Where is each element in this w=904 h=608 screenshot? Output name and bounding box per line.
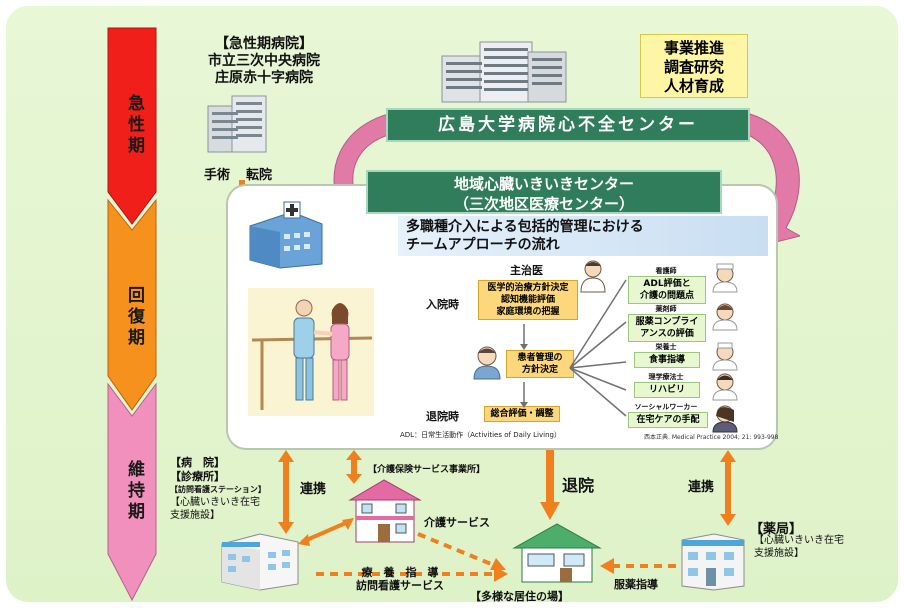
role-pharmacist-task-2: アンスの評価 bbox=[640, 329, 694, 339]
doctor-task-1: 医学的治療方針決定 bbox=[487, 283, 569, 293]
discharge-label: 退院 bbox=[562, 476, 595, 495]
role-dietitian-task: 食事指導 bbox=[634, 352, 700, 368]
adl-note: ADL：日常生活動作（Activities of Daily Living） bbox=[400, 431, 561, 439]
role-nurse: 看護師 ADL評価と 介護の問題点 bbox=[628, 266, 706, 304]
phase-maintenance-label: 維持期 bbox=[124, 459, 144, 523]
pharmacy-support-label: 【心臓いきいき在宅 支援施設】 bbox=[754, 534, 844, 560]
care-office-building-icon bbox=[348, 479, 422, 543]
doctor-tasks-box: 医学的治療方針決定 認知機能評価 家庭環境の把握 bbox=[478, 280, 578, 320]
guidance-block: 療 養 指 導 訪問看護サービス bbox=[356, 566, 444, 592]
guidance-line-2: 訪問看護サービス bbox=[356, 579, 444, 592]
flow-title-band bbox=[398, 216, 768, 256]
regional-center-line-2: （三次地区医療センター） bbox=[453, 195, 634, 213]
patient-policy-line-2: 方針決定 bbox=[521, 365, 558, 375]
guidance-line-1: 療 養 指 導 bbox=[361, 566, 439, 579]
clinic-block: 【病 院】 【診療所】 【訪問看護ステーション】 【心臓いきいき在宅 支援施設】 bbox=[170, 456, 280, 522]
role-pharmacist-task: 服薬コンプライ アンスの評価 bbox=[628, 314, 706, 342]
role-pt-task: リハビリ bbox=[634, 382, 700, 398]
doctor-task-3: 家庭環境の把握 bbox=[496, 307, 560, 317]
role-nurse-task-2: 介護の問題点 bbox=[639, 291, 694, 301]
doctor-icon bbox=[580, 260, 606, 293]
flow-title-line-1: 多職種介入による包括的管理における bbox=[406, 219, 644, 235]
patient-icon bbox=[473, 346, 501, 380]
role-dietitian: 栄養士 食事指導 bbox=[628, 342, 704, 368]
acute-hospital-building-icon bbox=[207, 95, 267, 153]
link-arrow-left bbox=[278, 450, 294, 534]
university-hospital-building-icon bbox=[441, 41, 567, 103]
rehab-people-icon bbox=[251, 299, 373, 410]
pharmacy-support-line-2: 支援施設】 bbox=[754, 548, 804, 559]
service-dashed-arrows bbox=[316, 532, 508, 582]
surgery-label: 手術 bbox=[204, 168, 231, 183]
clinic-line-2: 【診療所】 bbox=[170, 470, 225, 483]
pharmacy-support-line-1: 【心臓いきいき在宅 bbox=[754, 535, 844, 546]
patient-policy-line-1: 患者管理の bbox=[517, 353, 563, 363]
research-box: 事業推進 調査研究 人材育成 bbox=[640, 34, 748, 98]
acute-hospital-block: 【急性期病院】 市立三次中央病院 庄原赤十字病院 bbox=[200, 36, 328, 87]
chief-doctor-label: 主治医 bbox=[510, 264, 543, 277]
link-left-label: 連携 bbox=[300, 482, 327, 497]
overall-evaluation-box: 総合評価・調整 bbox=[484, 406, 560, 422]
care-office-label: 【介護保険サービス事業所】 bbox=[368, 465, 486, 475]
flow-title: 多職種介入による包括的管理における チームアプローチの流れ bbox=[406, 218, 644, 254]
role-sw-title: ソーシャルワーカー bbox=[634, 403, 698, 411]
acute-hospital-title: 【急性期病院】 bbox=[215, 36, 313, 52]
hiroshima-heart-center-bar: 広島大学病院心不全センター bbox=[386, 108, 750, 142]
home-house-icon bbox=[512, 523, 602, 583]
clinic-care-link-arrow bbox=[298, 518, 354, 546]
link-arrow-care bbox=[346, 450, 362, 484]
clinic-line-3: 【訪問看護ステーション】 bbox=[170, 485, 266, 494]
clinic-building-icon bbox=[221, 533, 299, 591]
medication-dashed-arrow bbox=[600, 558, 680, 574]
medication-guidance-label: 服薬指導 bbox=[614, 578, 658, 591]
role-social-worker: ソーシャルワーカー 在宅ケアの手配 bbox=[624, 402, 708, 428]
link-right-label: 連携 bbox=[688, 480, 715, 495]
discharge-arrow bbox=[540, 450, 560, 520]
clinic-line-5: 支援施設】 bbox=[170, 510, 220, 521]
phase-recovery-label: 回復期 bbox=[124, 285, 144, 349]
role-pharmacist-title: 薬剤師 bbox=[655, 305, 677, 313]
pharmacy-building-icon bbox=[681, 533, 745, 591]
role-pharmacist: 薬剤師 服薬コンプライ アンスの評価 bbox=[628, 304, 706, 342]
role-physical-therapist: 理学療法士 リハビリ bbox=[628, 372, 704, 398]
flow-title-line-2: チームアプローチの流れ bbox=[406, 237, 560, 253]
admission-label: 入院時 bbox=[426, 298, 459, 311]
pharmacy-label: 【薬局】 bbox=[750, 522, 803, 537]
regional-hospital-building-icon bbox=[249, 201, 323, 269]
research-line-1: 事業推進 bbox=[663, 39, 724, 57]
role-nurse-title: 看護師 bbox=[655, 267, 677, 275]
role-dietitian-title: 栄養士 bbox=[655, 343, 677, 351]
role-nurse-task-1: ADL評価と bbox=[643, 279, 691, 289]
care-service-label: 介護サービス bbox=[424, 516, 490, 529]
doctor-task-2: 認知機能評価 bbox=[500, 295, 555, 305]
role-sw-task: 在宅ケアの手配 bbox=[628, 412, 708, 428]
staff-faces-icon bbox=[712, 263, 738, 433]
research-line-2: 調査研究 bbox=[663, 58, 724, 76]
role-nurse-task: ADL評価と 介護の問題点 bbox=[628, 276, 706, 304]
flow-arrows bbox=[520, 279, 627, 417]
phase-acute-label: 急性期 bbox=[124, 93, 144, 157]
phase-arrow bbox=[107, 27, 157, 602]
role-pt-title: 理学療法士 bbox=[648, 373, 684, 381]
clinic-line-1: 【病 院】 bbox=[170, 456, 225, 469]
regional-center-line-1: 地域心臓いきいきセンター bbox=[453, 175, 634, 193]
clinic-line-4: 【心臓いきいき在宅 bbox=[170, 497, 260, 508]
discharge-time-label: 退院時 bbox=[426, 410, 459, 423]
acute-hospital-name-1: 市立三次中央病院 bbox=[208, 53, 320, 69]
citation: 西本正典. Medical Practice 2004; 21: 993-998 bbox=[644, 434, 779, 441]
regional-center-bar: 地域心臓いきいきセンター （三次地区医療センター） bbox=[366, 170, 722, 214]
research-line-3: 人材育成 bbox=[663, 77, 724, 95]
role-pharmacist-task-1: 服薬コンプライ bbox=[635, 317, 699, 327]
transfer-label: 転院 bbox=[246, 168, 273, 183]
link-arrow-right bbox=[720, 450, 736, 526]
home-label: 【多様な居住の場】 bbox=[470, 590, 569, 603]
patient-policy-box: 患者管理の 方針決定 bbox=[506, 350, 574, 378]
acute-hospital-name-2: 庄原赤十字病院 bbox=[215, 70, 313, 86]
